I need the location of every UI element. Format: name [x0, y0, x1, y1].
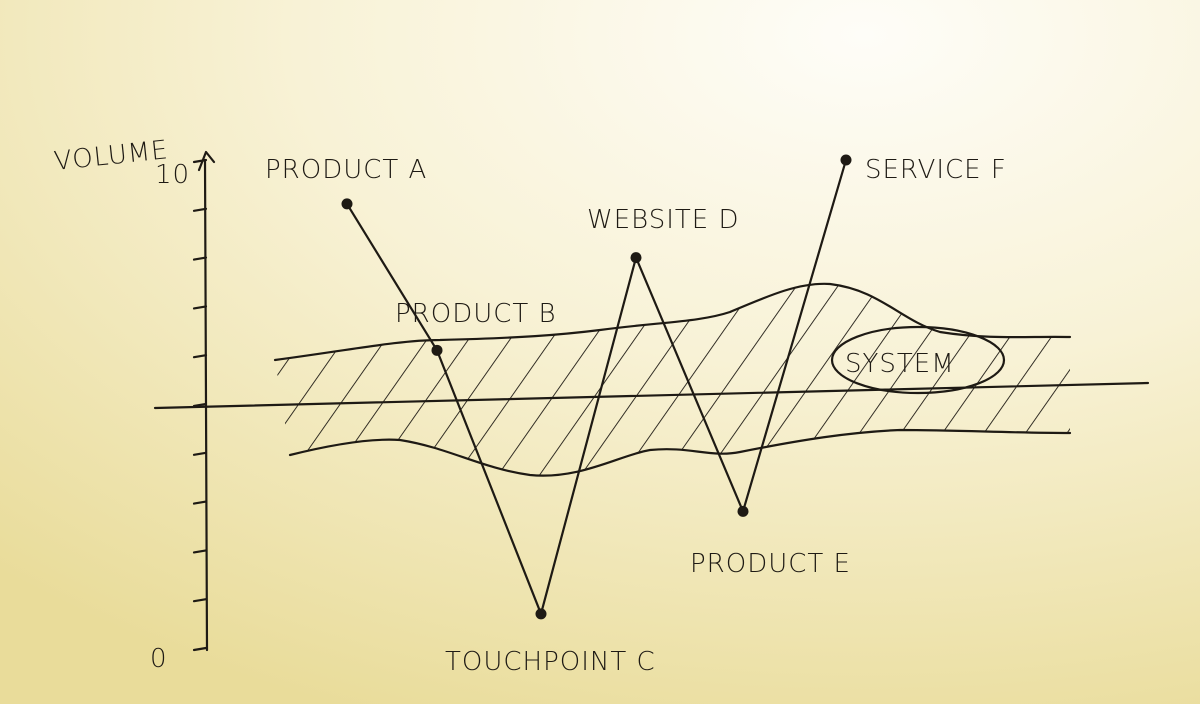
point-label-website-d: WEBSITE D: [587, 205, 739, 235]
data-point-product-b: [431, 344, 443, 356]
system-label: SYSTEM: [845, 349, 955, 379]
y-tick: [192, 549, 208, 554]
series-line: [345, 158, 848, 615]
data-point-website-d: [630, 252, 642, 264]
system-band-upper-edge: [273, 282, 1072, 362]
y-tick: [192, 305, 208, 310]
y-tick: [192, 598, 208, 603]
system-band-lower-edge: [288, 428, 1072, 477]
point-label-product-e: PRODUCT E: [690, 549, 851, 579]
data-point-touchpoint-c: [535, 608, 547, 620]
y-tick: [192, 646, 208, 652]
baseline-axis: [153, 381, 1150, 410]
data-point-product-a: [341, 198, 353, 210]
y-tick: [192, 451, 208, 456]
y-tick: [192, 402, 208, 408]
y-tick: [192, 158, 208, 164]
data-point-product-e: [737, 505, 749, 517]
point-label-product-b: PRODUCT B: [395, 299, 557, 329]
point-label-service-f: SERVICE F: [865, 155, 1007, 185]
data-point-service-f: [840, 154, 852, 166]
y-tick-label-10: 10: [155, 160, 190, 190]
y-tick: [192, 354, 208, 359]
y-tick-label-0: 0: [150, 644, 168, 674]
y-tick: [192, 207, 208, 212]
point-label-product-a: PRODUCT A: [265, 155, 427, 185]
point-label-touchpoint-c: TOUCHPOINT C: [445, 647, 656, 677]
system-ellipse: [830, 325, 1006, 395]
y-tick: [192, 256, 208, 261]
y-tick: [192, 500, 208, 505]
